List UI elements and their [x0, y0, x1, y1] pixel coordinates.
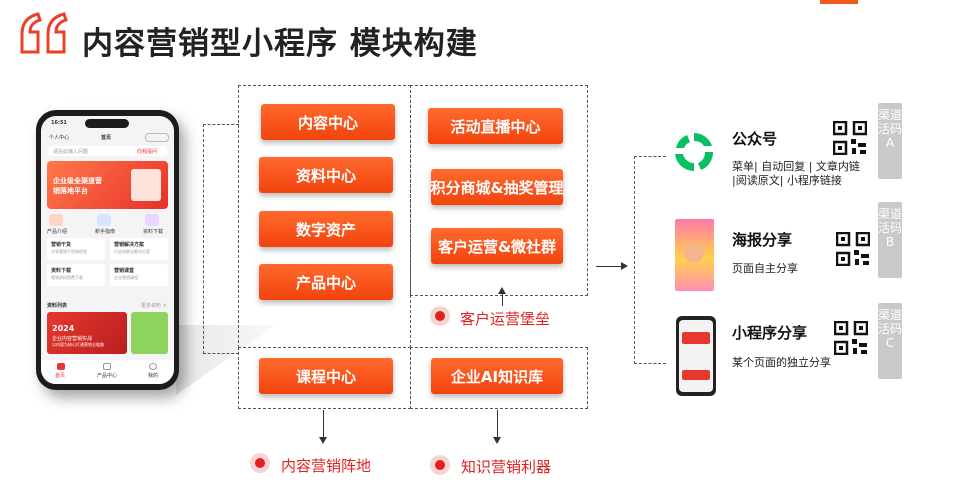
- arrow-down-left-head: [319, 437, 327, 444]
- quick-icon-1[interactable]: [49, 214, 63, 226]
- quote-mark-icon: [20, 12, 68, 54]
- channel-badge-a: 渠道活码A: [878, 103, 902, 179]
- channel-badge-b: 渠道活码B: [878, 202, 902, 278]
- tab-product-icon[interactable]: [103, 363, 111, 370]
- phone-search-bar[interactable]: 请在此输入问题 向我提问: [47, 146, 168, 156]
- card-title: 资料下载: [51, 268, 72, 274]
- quick-item-2[interactable]: 新手指南: [95, 229, 116, 235]
- phone-thumbnail-banner: [682, 332, 710, 344]
- arrow-line-down-right: [497, 410, 498, 438]
- module-points-mall-lottery[interactable]: 积分商城&抽奖管理: [430, 169, 564, 205]
- phone-search-button[interactable]: 向我提问: [137, 149, 158, 155]
- module-digital-assets[interactable]: 数字资产: [259, 211, 393, 247]
- target-icon: [250, 453, 270, 473]
- target-icon: [430, 306, 450, 326]
- channel-title-official-account: 公众号: [732, 130, 778, 148]
- phone-screen: 16:51 个人中心 首页 请在此输入问题 向我提问 企业级全渠道营 销落地平台…: [41, 116, 174, 384]
- channel-badge-c: 渠道活码C: [878, 303, 902, 379]
- phone-promo-card-2[interactable]: [131, 312, 168, 354]
- tab-product[interactable]: 产品中心: [97, 373, 118, 379]
- phone-thumbnail-card: [682, 370, 710, 380]
- promo-year: 2024: [52, 324, 75, 333]
- poster-figure: [684, 243, 704, 263]
- capsule-menu-icon[interactable]: [145, 133, 169, 142]
- module-course-center[interactable]: 课程中心: [259, 358, 393, 394]
- channel-connector-bracket: [634, 156, 666, 364]
- phone-thumbnail-screen: [679, 320, 713, 392]
- module-product-center[interactable]: 产品中心: [259, 264, 393, 300]
- phone-card-4[interactable]: 营销课堂 企业营销课程: [110, 264, 168, 286]
- card-sub: 企业营销课程: [114, 275, 138, 280]
- arrow-down-right-head: [493, 437, 501, 444]
- tab-home-icon[interactable]: [57, 363, 65, 370]
- tab-mine-icon[interactable]: [149, 363, 157, 370]
- module-material-center[interactable]: 资料中心: [259, 157, 393, 193]
- phone-banner[interactable]: 企业级全渠道营 销落地平台: [47, 161, 168, 209]
- right-module-group: [410, 85, 588, 296]
- phone-time: 16:51: [51, 120, 67, 126]
- phone-section-title: 资料列表: [47, 303, 68, 309]
- arrow-right-head: [621, 262, 628, 270]
- wechat-logo-icon: [675, 133, 714, 172]
- top-accent-bar: [820, 0, 858, 4]
- qr-code-icon: [833, 121, 867, 155]
- arrow-line-right: [596, 266, 622, 267]
- phone-connector-bracket: [203, 124, 239, 354]
- phone-card-2[interactable]: 营销解决方案 行业场景化解决方案: [110, 238, 168, 260]
- card-sub: 行业场景化解决方案: [114, 249, 150, 254]
- page-title: 内容营销型小程序 模块构建: [82, 26, 478, 62]
- label-knowledge-marketing: 知识营销利器: [461, 458, 552, 476]
- card-sub: 营销资料免费下载: [51, 275, 83, 280]
- module-customer-ops-community[interactable]: 客户运营&微社群: [431, 228, 563, 264]
- quick-icon-2[interactable]: [97, 214, 111, 226]
- phone-search-hint: 请在此输入问题: [53, 149, 89, 155]
- label-content-marketing: 内容营销阵地: [281, 457, 372, 475]
- quick-item-1[interactable]: 产品介绍: [47, 229, 68, 235]
- phone-banner-text-1: 企业级全渠道营: [53, 177, 102, 185]
- phone-nav-title: 首页: [101, 135, 112, 141]
- qr-code-icon: [836, 232, 870, 266]
- promo-text-2: 以内容为核心打通营销全链路: [52, 342, 104, 347]
- channel-desc-official-account-1: 菜单| 自动回复 | 文章内链: [732, 160, 860, 173]
- card-sub: 分享营销干货和经验: [51, 249, 87, 254]
- arrow-line-up: [502, 292, 503, 306]
- channel-desc-official-account-2: |阅读原文| 小程序链接: [732, 174, 842, 187]
- promo-text: 企业内容营销实战: [52, 336, 93, 342]
- tab-mine[interactable]: 我的: [148, 373, 159, 379]
- phone-nav-left[interactable]: 个人中心: [49, 135, 70, 141]
- phone-section-more[interactable]: 更多资料 >: [141, 303, 167, 309]
- quick-icon-3[interactable]: [145, 214, 159, 226]
- quick-item-3[interactable]: 资料下载: [143, 229, 164, 235]
- channel-desc-poster: 页面自主分享: [732, 262, 798, 275]
- module-enterprise-ai-kb[interactable]: 企业AI知识库: [431, 358, 563, 394]
- phone-tabbar: 首页 产品中心 我的: [41, 360, 174, 384]
- poster-thumbnail: [675, 219, 714, 291]
- qr-code-icon: [834, 321, 868, 355]
- phone-mockup: 16:51 个人中心 首页 请在此输入问题 向我提问 企业级全渠道营 销落地平台…: [36, 110, 179, 390]
- phone-notch: [85, 119, 129, 128]
- card-title: 营销干货: [51, 242, 72, 248]
- channel-title-poster: 海报分享: [732, 231, 793, 249]
- phone-thumbnail: [676, 316, 716, 396]
- phone-card-1[interactable]: 营销干货 分享营销干货和经验: [47, 238, 105, 260]
- phone-promo-card[interactable]: 2024 企业内容营销实战 以内容为核心打通营销全链路: [47, 312, 127, 354]
- label-customer-ops-fortress: 客户运营堡垒: [460, 310, 551, 328]
- module-live-activity-center[interactable]: 活动直播中心: [428, 108, 563, 144]
- channel-desc-mini-program: 某个页面的独立分享: [732, 356, 831, 369]
- tab-home[interactable]: 首页: [55, 373, 66, 379]
- card-title: 营销解决方案: [114, 242, 145, 248]
- phone-card-3[interactable]: 资料下载 营销资料免费下载: [47, 264, 105, 286]
- arrow-up-head: [498, 287, 506, 294]
- target-icon: [430, 455, 450, 475]
- banner-illustration: [131, 169, 161, 201]
- ai-module-group: [410, 347, 588, 409]
- module-content-center[interactable]: 内容中心: [261, 104, 395, 140]
- card-title: 营销课堂: [114, 268, 135, 274]
- phone-banner-text-2: 销落地平台: [53, 187, 88, 195]
- arrow-line-down-left: [323, 410, 324, 438]
- channel-title-mini-program: 小程序分享: [732, 324, 808, 342]
